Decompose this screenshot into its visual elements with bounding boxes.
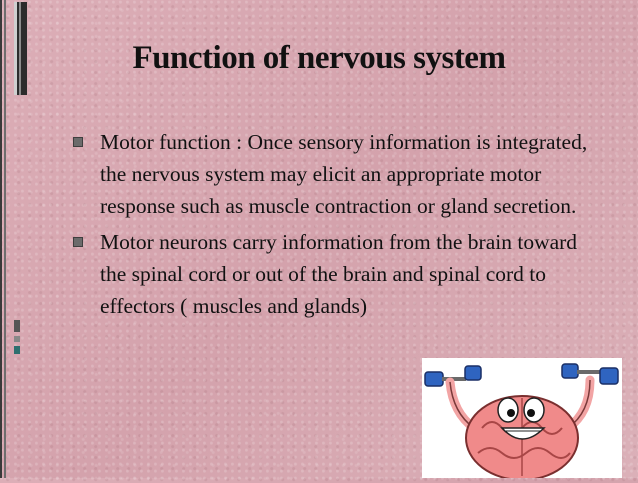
slide-title: Function of nervous system — [132, 40, 506, 76]
brain-illustration — [422, 358, 622, 481]
stripe-mark-2 — [14, 336, 20, 342]
stripe-line — [0, 0, 2, 478]
stripe-block-mid — [19, 2, 21, 95]
bullet-text: Motor neurons carry information from the… — [100, 230, 578, 318]
right-dumbbell-icon — [561, 363, 619, 385]
stripe-mark-3 — [14, 346, 20, 354]
stripe-line — [4, 0, 6, 478]
slide-body: Motor function : Once sensory informatio… — [70, 126, 590, 322]
stripe-mark-1 — [14, 320, 20, 332]
square-bullet-icon — [73, 137, 83, 147]
bullet-item: Motor neurons carry information from the… — [70, 226, 590, 322]
cartoon-brain-lifting-dumbbells-icon — [424, 363, 619, 481]
square-bullet-icon — [73, 237, 83, 247]
bullet-text: Motor function : Once sensory informatio… — [100, 130, 588, 218]
stripe-block-highlight — [14, 2, 17, 95]
bullet-item: Motor function : Once sensory informatio… — [70, 126, 590, 222]
decorative-side-stripes — [0, 0, 34, 478]
left-dumbbell-icon — [424, 365, 482, 387]
